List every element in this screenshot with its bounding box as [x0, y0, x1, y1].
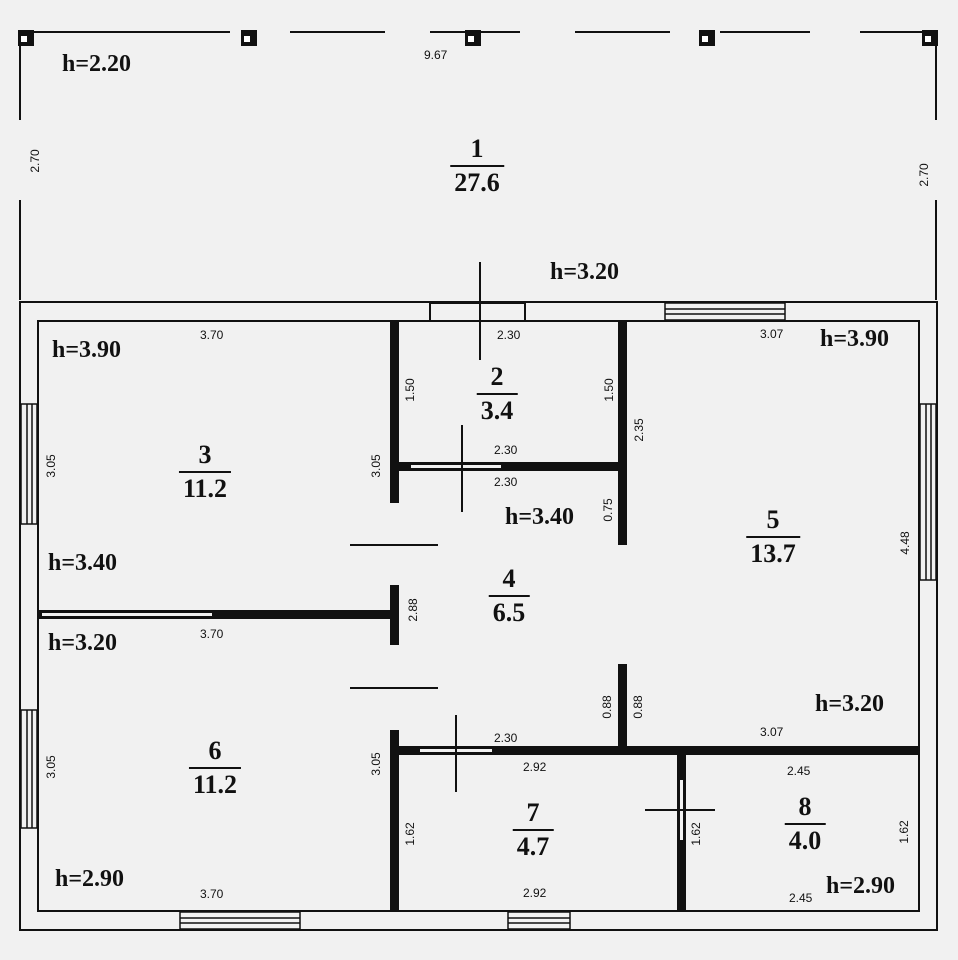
height-label: h=3.40 [505, 504, 575, 530]
dimension-label: 1.62 [897, 820, 911, 844]
dimension-label: 1.50 [403, 378, 417, 402]
dimension-label: 2.88 [406, 598, 420, 622]
dimension-label: 2.70 [28, 149, 42, 173]
dimension-label: 0.75 [601, 498, 615, 522]
entrance-door [429, 262, 526, 360]
dimension-label: 3.70 [200, 627, 224, 641]
dimension-label: 1.50 [602, 378, 616, 402]
dimension-label: 2.70 [917, 163, 931, 187]
dimension-label: 3.07 [760, 725, 784, 739]
height-label: h=3.20 [48, 630, 118, 656]
dimension-label: 2.30 [494, 443, 518, 457]
dimension-label: 9.67 [424, 48, 448, 62]
dimension-label: 2.35 [632, 418, 646, 442]
dimension-label: 3.70 [200, 328, 224, 342]
dimension-label: 1.62 [689, 822, 703, 846]
height-label: h=3.90 [52, 337, 122, 363]
dimension-label: 2.92 [523, 760, 547, 774]
terrace-outline [19, 31, 937, 300]
dimension-label: 3.07 [760, 327, 784, 341]
dimension-label: 3.70 [200, 887, 224, 901]
height-label: h=2.20 [62, 51, 132, 77]
dimension-label: 2.92 [523, 886, 547, 900]
dimension-label: 2.45 [789, 891, 813, 905]
height-label: h=3.20 [550, 259, 620, 285]
height-label: h=3.90 [820, 326, 890, 352]
dimension-label: 2.30 [494, 475, 518, 489]
height-label: h=2.90 [55, 866, 125, 892]
dimension-label: 0.88 [631, 695, 645, 719]
windows [20, 302, 937, 930]
height-label: h=3.20 [815, 691, 885, 717]
dimension-label: 0.88 [600, 695, 614, 719]
dimension-label: 3.05 [369, 752, 383, 776]
dimension-label: 4.48 [898, 531, 912, 555]
height-label: h=3.40 [48, 550, 118, 576]
dimension-label: 3.05 [369, 454, 383, 478]
dimension-label: 2.30 [497, 328, 521, 342]
dimension-label: 2.45 [787, 764, 811, 778]
dimension-label: 3.05 [44, 755, 58, 779]
door-marks [350, 425, 715, 811]
dimension-label: 1.62 [403, 822, 417, 846]
dimension-label: 3.05 [44, 454, 58, 478]
dimension-label: 2.30 [494, 731, 518, 745]
height-label: h=2.90 [826, 873, 896, 899]
